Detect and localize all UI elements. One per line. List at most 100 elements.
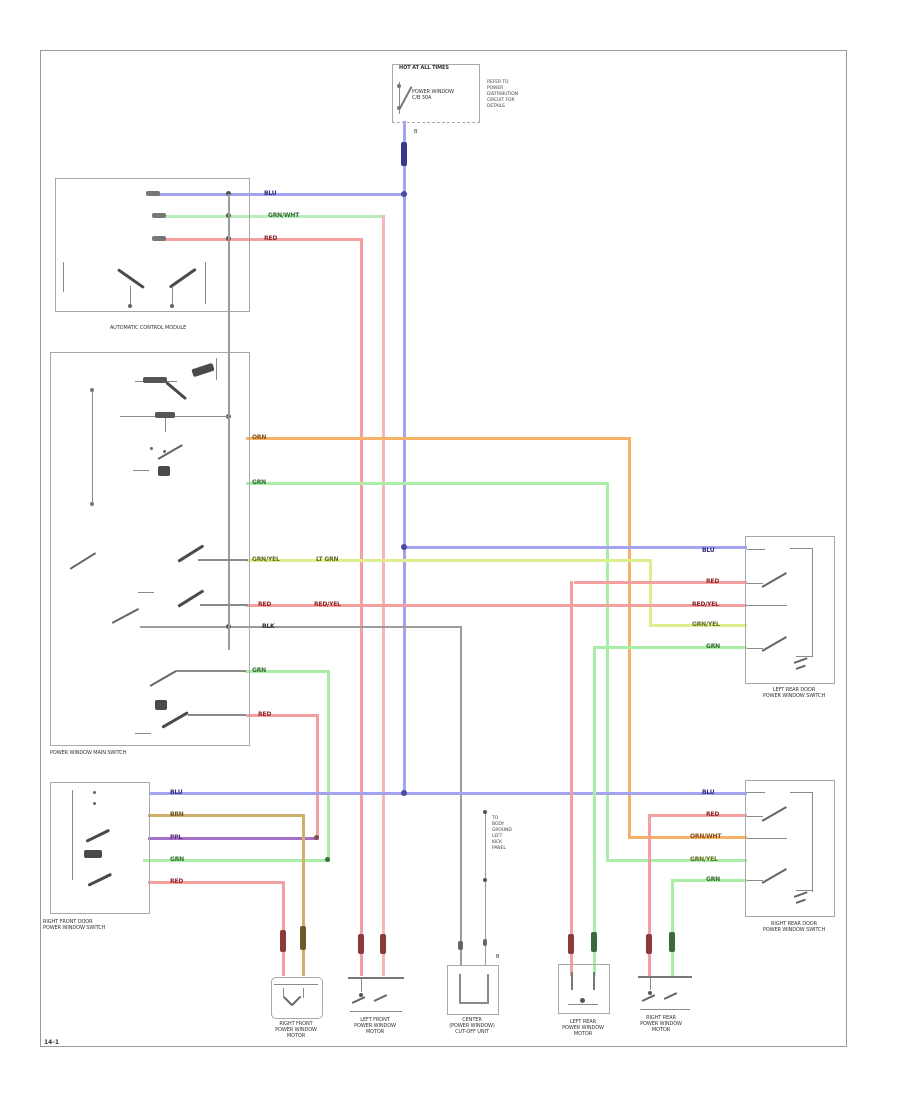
wire-blue-long <box>150 792 747 795</box>
module-terminal-2 <box>170 304 174 308</box>
drv-dot-2 <box>93 802 96 805</box>
rf-motor-p1 <box>283 988 284 998</box>
module-stub-left <box>63 262 64 292</box>
connector-blob-green-1 <box>591 932 597 952</box>
rr-motor-label-1: RIGHT REAR <box>646 1015 676 1021</box>
ms-lead-5 <box>188 714 246 716</box>
ms-leftcol <box>92 390 93 505</box>
ground-note-line-2: GROUND <box>492 828 512 833</box>
wire-green-left-vertical <box>327 670 330 862</box>
junction-ground-1 <box>483 810 487 814</box>
wire-label-grn-1: GRN <box>252 479 266 486</box>
main-switch-box <box>50 352 250 746</box>
wire-grnwht-module <box>160 215 384 218</box>
left-rear-switch-box <box>745 536 835 684</box>
center-unit-u-shape <box>459 974 489 1004</box>
fuse-note-line-2: DISTRIBUTION <box>487 92 519 97</box>
center-unit-label-3: CUT-OFF UNIT <box>455 1029 489 1035</box>
module-pin-hook-2 <box>152 213 166 218</box>
center-unit-box <box>447 965 499 1015</box>
connector-blob-red-4 <box>568 934 574 954</box>
rr-motor-stub <box>650 978 651 990</box>
wire-red-driver <box>148 881 285 884</box>
ur-stub-1 <box>747 549 765 550</box>
ur-stub-3 <box>747 605 787 606</box>
ms-row-contact <box>155 412 175 418</box>
junction-bus-1 <box>226 191 231 196</box>
rr-motor-dot <box>648 991 652 995</box>
wire-red-module <box>160 238 362 241</box>
drv-contact <box>84 850 102 858</box>
ms-leftcol-bot <box>90 502 94 506</box>
ms-contact-3 <box>155 700 167 710</box>
wire-red-lowerright-vertical <box>648 814 651 976</box>
wire-red-lowerright-pin <box>650 814 747 817</box>
rr-motor-baseline <box>640 1009 690 1010</box>
wire-label-ornwht: ORN/WHT <box>690 833 722 840</box>
wire-green-upperright-pin <box>596 646 747 649</box>
wire-grnyel <box>246 559 652 562</box>
lr-motor-baseline <box>568 1004 598 1005</box>
wire-ground-thin <box>485 812 486 966</box>
wire-red-upperright-vertical <box>570 581 573 976</box>
wire-pink-vertical <box>382 215 385 976</box>
lr-stub-3 <box>747 838 787 839</box>
wire-label-redyel-1: RED/YEL <box>314 601 341 608</box>
wire-blue-branch <box>406 546 747 549</box>
fuse-note-line-4: DETAILS <box>487 104 505 109</box>
junction-ground-2 <box>483 878 487 882</box>
wire-orange-pin <box>629 836 747 839</box>
rf-motor-box <box>271 977 323 1019</box>
junction-blue-long <box>401 790 407 796</box>
wire-green-driver <box>143 859 330 862</box>
module-stub-right <box>205 262 206 304</box>
junction-blue-branch <box>401 544 407 550</box>
ms-leftcol-top <box>90 388 94 392</box>
junction-blue-top <box>401 191 407 197</box>
ms-lead-2 <box>198 559 248 561</box>
lf-motor-baseline <box>350 1011 402 1012</box>
ms-row-bar <box>120 416 230 417</box>
lf-motor-topbar <box>348 977 404 979</box>
left-rear-switch-label-2: POWER WINDOW SWITCH <box>762 693 826 699</box>
ur-bus <box>812 548 813 656</box>
connector-blob-blue <box>401 142 407 166</box>
wire-green-lowerright-vertical <box>671 879 674 976</box>
driver-switch-box <box>50 782 150 914</box>
lf-motor-label-2: POWER WINDOW <box>354 1023 396 1029</box>
wire-green-mid <box>246 482 608 485</box>
fuse-connector-tag: B <box>414 129 418 135</box>
ur-hook <box>796 656 813 657</box>
ms-tbar-2 <box>138 592 154 593</box>
page-corner-mark: 14-1 <box>44 1039 60 1046</box>
wire-orange <box>246 437 630 440</box>
wire-red-ms-pin <box>246 714 319 717</box>
center-unit-label-2: (POWER WINDOW) <box>449 1023 495 1029</box>
wire-grnyel-vertical <box>649 559 652 627</box>
main-switch-label: POWER WINDOW MAIN SWITCH <box>50 750 127 756</box>
wire-orange-vertical <box>628 437 631 839</box>
ground-note-line-0: TO <box>492 816 499 821</box>
ms-lead-4 <box>176 670 246 672</box>
lr-stub-1 <box>747 792 765 793</box>
lr-motor-dot <box>580 998 585 1003</box>
ms-lead-3 <box>200 604 248 606</box>
wire-label-grn-2: GRN <box>252 667 266 674</box>
fuse-box-title: HOT AT ALL TIMES <box>399 65 449 71</box>
right-rear-switch-box <box>745 780 835 917</box>
connector-blob-gray-2 <box>483 939 487 946</box>
center-unit-label-1: CENTER <box>462 1017 482 1023</box>
wire-label-red-4: RED <box>170 878 184 885</box>
fuse-name: POWER WINDOW <box>412 89 454 95</box>
fuse-symbol <box>399 82 400 114</box>
left-rear-switch-label-1: LEFT REAR DOOR <box>772 687 816 693</box>
wire-green-ms-pin <box>245 670 329 673</box>
ms-lead-contact <box>143 377 167 383</box>
wire-label-grnyel-1: GRN/YEL <box>252 556 280 563</box>
fuse-note-line-0: REFER TO <box>487 80 509 85</box>
wire-blue-module <box>150 193 407 196</box>
lr-motor-box <box>558 964 610 1014</box>
lr-stub-2 <box>747 816 763 817</box>
wire-label-grn-4: GRN <box>706 643 720 650</box>
rf-motor-label-1: RIGHT FRONT <box>279 1021 313 1027</box>
